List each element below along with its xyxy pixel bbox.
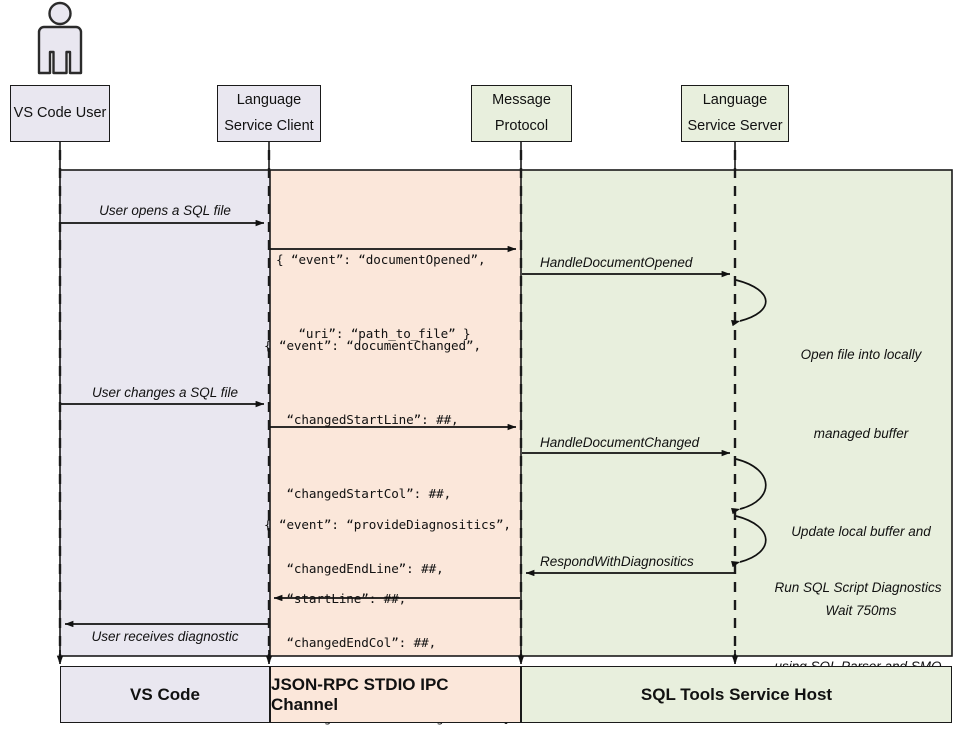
- selfcall-label-update-buffer-wait: Update local buffer and Wait 750ms: [768, 466, 954, 677]
- payload-line: “changedEndCol”: ##,: [264, 635, 437, 651]
- footer-ipc-channel[interactable]: JSON-RPC STDIO IPC Channel: [270, 666, 521, 723]
- lifelines-group: [58, 150, 737, 662]
- lifeline-header-message-protocol[interactable]: Message Protocol: [471, 85, 572, 142]
- footer-vs-code[interactable]: VS Code: [60, 666, 270, 723]
- lifeline-label-line2: Service Client: [224, 117, 314, 134]
- message-label-user-opens-sql-file: User opens a SQL file: [99, 203, 231, 218]
- actor-head-icon: [48, 1, 72, 26]
- lifeline-label-line1: Language: [236, 92, 302, 109]
- lifeline-label-line2: Protocol: [494, 117, 549, 134]
- message-label-line1: User receives diagnostic: [91, 628, 239, 644]
- message-label-handle-document-changed: HandleDocumentChanged: [540, 435, 700, 450]
- payload-line: “changedStartCol”: ##,: [264, 486, 452, 502]
- selfloop-update-buffer-wait: [731, 458, 767, 515]
- payload-line: { “event”: “documentChanged”,: [264, 337, 481, 353]
- selfloop-open-file-buffer: [731, 279, 767, 327]
- lifeline-label-line1: VS Code User: [13, 104, 107, 121]
- payload-line: “changedStartLine”: ##,: [264, 411, 459, 427]
- payload-provide-diagnostics: { “event”: “provideDiagnositics”, “start…: [264, 463, 511, 732]
- payload-line: { “event”: “documentOpened”,: [276, 251, 486, 267]
- selfcall-label-line1: Update local buffer and: [791, 523, 931, 539]
- band-borders: [59, 169, 953, 657]
- selfloop-run-sql-diagnostics: [731, 515, 767, 568]
- lifeline-label-line1: Message: [492, 92, 551, 109]
- message-label-respond-with-diagnostics: RespondWithDiagnositics: [540, 554, 694, 569]
- band-ipc-channel: [270, 170, 521, 656]
- vs-code-user-actor-figure: [37, 1, 83, 75]
- actor-body-icon: [37, 25, 83, 75]
- selfcall-label-open-file-buffer: Open file into locally managed buffer: [768, 289, 954, 500]
- payload-line: { “event”: “provideDiagnositics”,: [264, 516, 511, 532]
- lifeline-header-language-service-server[interactable]: Language Service Server: [681, 85, 789, 142]
- lifeline-label-line1: Language: [702, 92, 768, 109]
- message-label-user-changes-sql-file: User changes a SQL file: [91, 385, 239, 400]
- selfcall-label-line2: Wait 750ms: [825, 602, 897, 618]
- band-vs-code: [60, 170, 270, 656]
- header-connectors: [59, 142, 736, 170]
- lifeline-header-vs-code-user[interactable]: VS Code User: [10, 85, 110, 142]
- selfcall-label-line1: Run SQL Script Diagnostics: [774, 579, 942, 595]
- message-label-handle-document-opened: HandleDocumentOpened: [540, 255, 693, 270]
- payload-line: “startLine”: ##,: [264, 590, 407, 606]
- payload-line: “uri”: “path_to_file” }: [276, 325, 471, 341]
- lifeline-header-language-service-client[interactable]: Language Service Client: [217, 85, 321, 142]
- payload-document-opened: { “event”: “documentOpened”, “uri”: “pat…: [276, 198, 486, 396]
- lifeline-label-line2: Service Server: [687, 117, 783, 134]
- selfcall-label-line2: managed buffer: [813, 425, 909, 441]
- band-service-host: [521, 170, 952, 656]
- selfcall-label-line1: Open file into locally: [800, 346, 922, 362]
- footer-service-host[interactable]: SQL Tools Service Host: [521, 666, 952, 723]
- payload-line: “changedEndLine”: ##,: [264, 560, 444, 576]
